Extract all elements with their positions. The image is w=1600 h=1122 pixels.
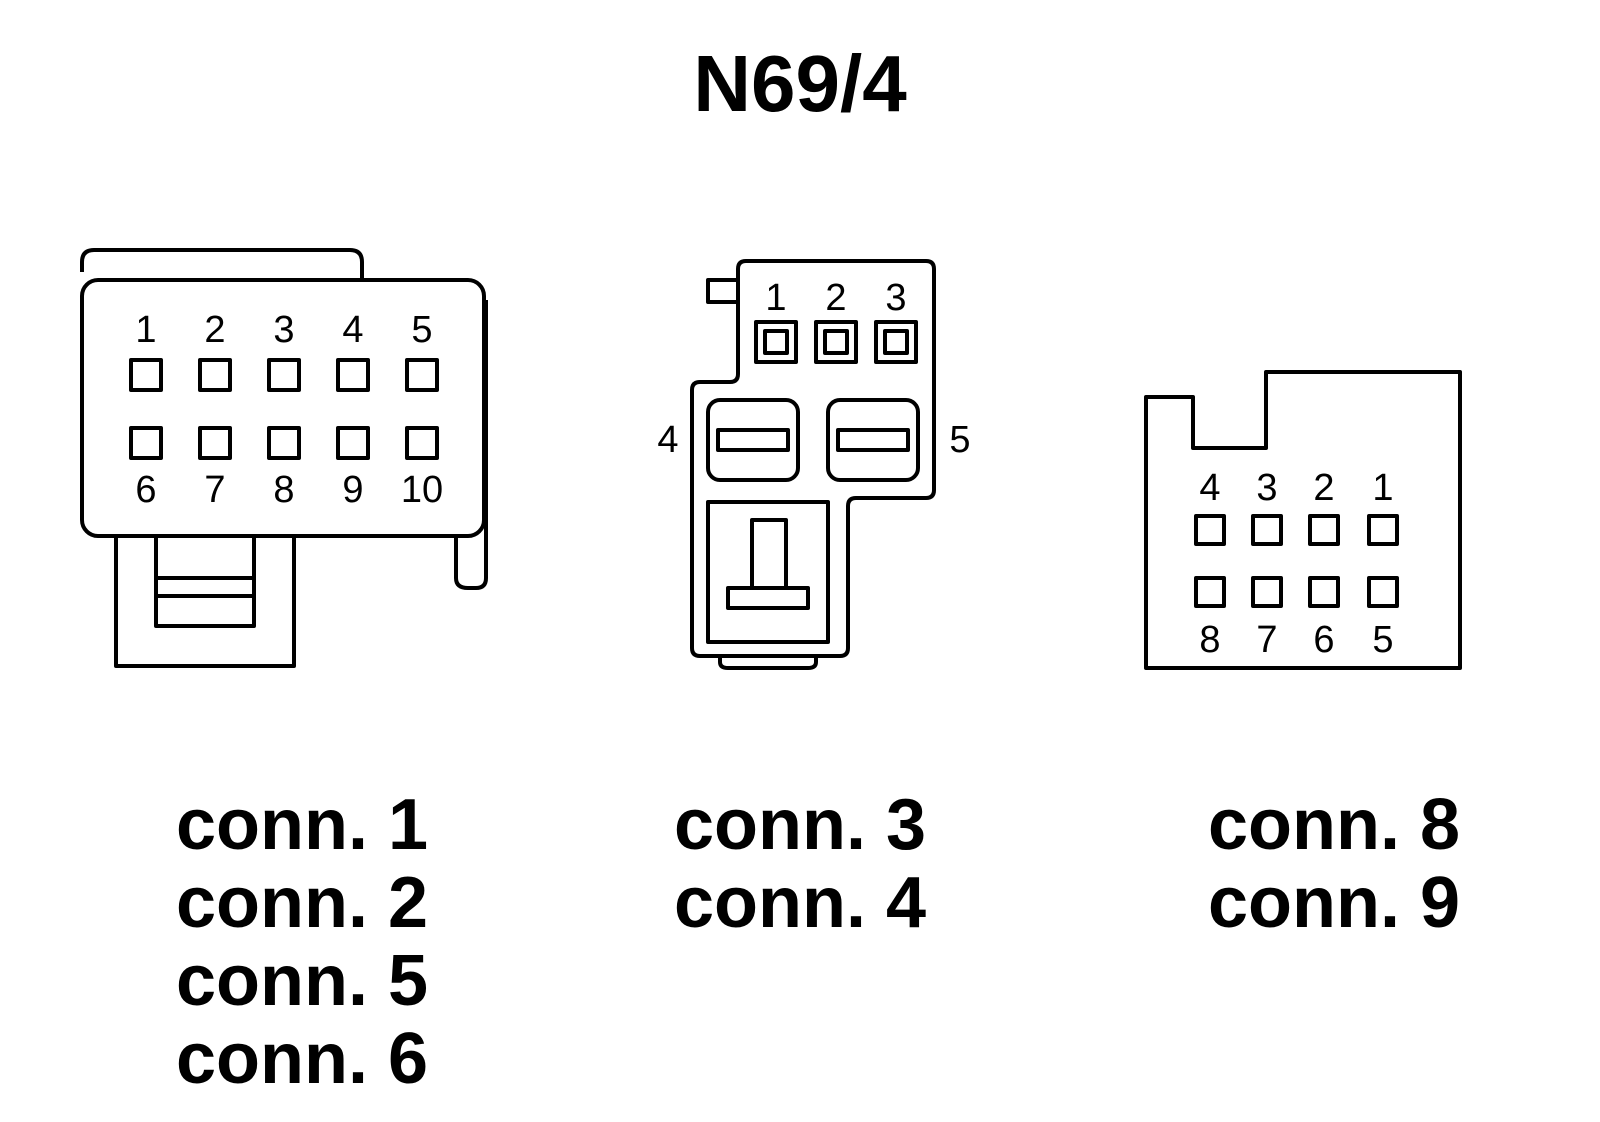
diagram-title: N69/4	[693, 39, 907, 128]
connector-label: conn. 9	[1207, 863, 1460, 943]
connector-right-pins	[1194, 514, 1399, 608]
pin-number: 6	[1313, 619, 1334, 661]
pin-number: 4	[657, 419, 678, 461]
connector-label: conn. 2	[175, 863, 428, 943]
pin-socket	[754, 320, 798, 364]
connector-label: conn. 8	[1207, 785, 1460, 865]
pin-socket	[874, 320, 918, 364]
pin-socket-inner	[883, 329, 909, 355]
pin-number: 5	[1372, 619, 1393, 661]
pin-number: 2	[1313, 467, 1334, 509]
connector-middle-pins	[754, 320, 918, 364]
pin-socket	[267, 358, 301, 392]
connector-right-body	[1144, 370, 1462, 670]
pin-socket-inner	[763, 329, 789, 355]
pin-socket	[1251, 576, 1283, 608]
pin-socket	[336, 358, 370, 392]
pin-socket	[1194, 576, 1226, 608]
pin-number: 4	[342, 309, 363, 351]
pin-number: 7	[1256, 619, 1277, 661]
pin-socket	[1308, 514, 1340, 546]
pin-number: 5	[949, 419, 970, 461]
pin-socket	[129, 358, 163, 392]
connector-label: conn. 3	[673, 785, 926, 865]
pin-socket-inner	[823, 329, 849, 355]
pin-socket	[1367, 576, 1399, 608]
connector-label: conn. 4	[673, 863, 926, 943]
connector-middle-body	[690, 259, 936, 670]
pin-socket	[814, 320, 858, 364]
connector-label: conn. 1	[175, 785, 428, 865]
pin-socket	[1308, 576, 1340, 608]
pin-number: 2	[825, 277, 846, 319]
pin-number: 8	[1199, 619, 1220, 661]
connector-label: conn. 6	[175, 1019, 428, 1099]
pin-socket	[1251, 514, 1283, 546]
connector-left-pins	[129, 358, 439, 460]
pin-number: 1	[765, 277, 786, 319]
pin-number: 3	[885, 277, 906, 319]
pin-socket	[405, 358, 439, 392]
pin-number: 2	[204, 309, 225, 351]
pin-number: 3	[1256, 467, 1277, 509]
pin-number: 3	[273, 309, 294, 351]
pin-number: 7	[204, 469, 225, 511]
pin-socket	[336, 426, 370, 460]
pin-socket	[198, 358, 232, 392]
pin-number: 4	[1199, 467, 1220, 509]
pin-number: 10	[401, 469, 443, 511]
pin-socket	[1194, 514, 1226, 546]
pin-socket	[1367, 514, 1399, 546]
pin-socket	[267, 426, 301, 460]
pin-number: 1	[135, 309, 156, 351]
pin-number: 9	[342, 469, 363, 511]
pin-socket	[198, 426, 232, 460]
pin-number: 8	[273, 469, 294, 511]
pin-socket	[405, 426, 439, 460]
pin-socket	[129, 426, 163, 460]
pin-number: 5	[411, 309, 432, 351]
pin-number: 6	[135, 469, 156, 511]
connector-left-body	[80, 248, 488, 668]
connector-label: conn. 5	[175, 941, 428, 1021]
pin-number: 1	[1372, 467, 1393, 509]
